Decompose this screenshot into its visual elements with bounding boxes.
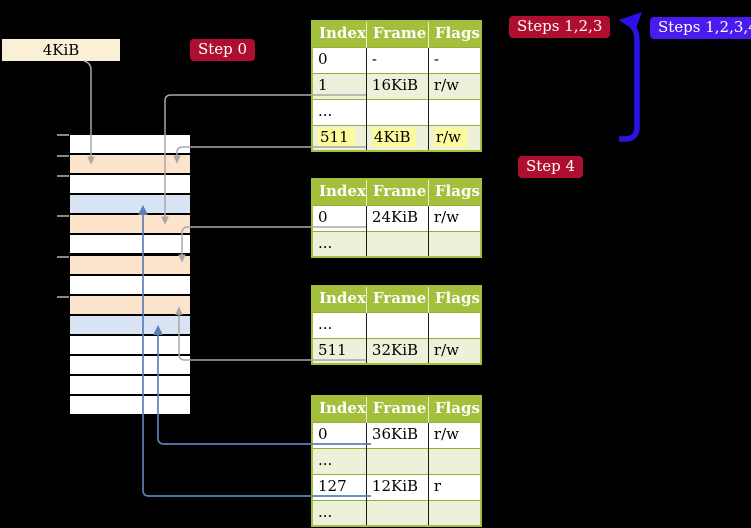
memory-tick	[57, 175, 69, 177]
memory-row-plain	[70, 396, 190, 415]
cell-frame: 4KiB	[366, 124, 429, 151]
table-row: ...	[312, 230, 481, 257]
column-header-flags: Flags	[428, 179, 481, 205]
cell-frame	[366, 311, 429, 338]
memory-row-frame	[70, 215, 190, 234]
cell-frame: 16KiB	[366, 72, 429, 99]
cell-frame	[366, 98, 429, 125]
cell-frame: 12KiB	[366, 473, 429, 500]
cell-flags: r/w	[428, 72, 481, 99]
cell-flags	[428, 499, 481, 526]
cell-index: ...	[312, 98, 367, 125]
cell-frame	[366, 499, 429, 526]
steps-1-2-3-4-badge: Steps 1,2,3,4	[650, 17, 751, 39]
cell-index: 127	[312, 473, 367, 500]
column-header-flags: Flags	[428, 21, 481, 47]
table-row: ...	[312, 447, 481, 474]
column-header-index: Index	[312, 21, 367, 47]
cell-frame	[366, 230, 429, 257]
memory-row-plain	[70, 376, 190, 395]
cell-frame: 24KiB	[366, 204, 429, 231]
column-header-frame: Frame	[366, 21, 429, 47]
table-row: ...	[312, 499, 481, 526]
cell-index: ...	[312, 447, 367, 474]
cell-frame	[366, 447, 429, 474]
highlighted-value: 4KiB	[371, 127, 417, 147]
cell-flags	[428, 98, 481, 125]
cell-flags: r	[428, 473, 481, 500]
table-row: 0--	[312, 46, 481, 73]
steps-1-2-3-badge: Steps 1,2,3	[509, 16, 611, 38]
cell-index: ...	[312, 311, 367, 338]
page-size-label: 4KiB	[2, 39, 120, 61]
cell-flags	[428, 311, 481, 338]
cell-flags: r/w	[428, 421, 481, 448]
cell-index: ...	[312, 499, 367, 526]
memory-tick	[57, 256, 69, 258]
column-header-frame: Frame	[366, 286, 429, 312]
memory-row-frame	[70, 295, 190, 314]
table-row: ...	[312, 311, 481, 338]
column-header-index: Index	[312, 286, 367, 312]
cell-index: 0	[312, 421, 367, 448]
step-0-badge: Step 0	[190, 39, 256, 61]
cell-index: 511	[312, 124, 367, 151]
highlighted-value: 511	[318, 127, 355, 147]
memory-tick	[57, 215, 69, 217]
memory-row-frame	[70, 255, 190, 274]
memory-tick	[57, 296, 69, 298]
column-header-index: Index	[312, 396, 367, 422]
cell-index: 511	[312, 337, 367, 364]
loop-back-arrow	[619, 23, 640, 142]
memory-row-plain	[70, 356, 190, 375]
cell-index: 0	[312, 204, 367, 231]
cell-flags: r/w	[428, 204, 481, 231]
cell-frame: 32KiB	[366, 337, 429, 364]
cell-flags	[428, 447, 481, 474]
cell-index: 1	[312, 72, 367, 99]
cell-flags: r/w	[428, 337, 481, 364]
column-header-frame: Frame	[366, 179, 429, 205]
memory-row-target	[70, 315, 190, 334]
cell-frame: 36KiB	[366, 421, 429, 448]
memory-row-plain	[70, 235, 190, 254]
memory-row-plain	[70, 135, 190, 153]
memory-row-plain	[70, 335, 190, 354]
cell-flags	[428, 230, 481, 257]
step-4-badge: Step 4	[518, 156, 584, 178]
highlighted-value: r/w	[433, 127, 467, 147]
column-header-flags: Flags	[428, 286, 481, 312]
loop-back-arrowhead	[619, 12, 642, 31]
memory-row-target	[70, 195, 190, 214]
table-row: ...	[312, 98, 481, 125]
memory-row-plain	[70, 175, 190, 194]
column-header-index: Index	[312, 179, 367, 205]
cell-index: 0	[312, 46, 367, 73]
memory-tick	[57, 155, 69, 157]
cell-flags: -	[428, 46, 481, 73]
table-row: 511 4KiB r/w	[312, 124, 481, 151]
memory-row-frame	[70, 155, 190, 174]
memory-tick	[57, 134, 69, 136]
column-header-frame: Frame	[366, 396, 429, 422]
cell-frame: -	[366, 46, 429, 73]
memory-column	[70, 135, 190, 415]
cell-index: ...	[312, 230, 367, 257]
cell-flags: r/w	[428, 124, 481, 151]
column-header-flags: Flags	[428, 396, 481, 422]
memory-row-plain	[70, 275, 190, 294]
